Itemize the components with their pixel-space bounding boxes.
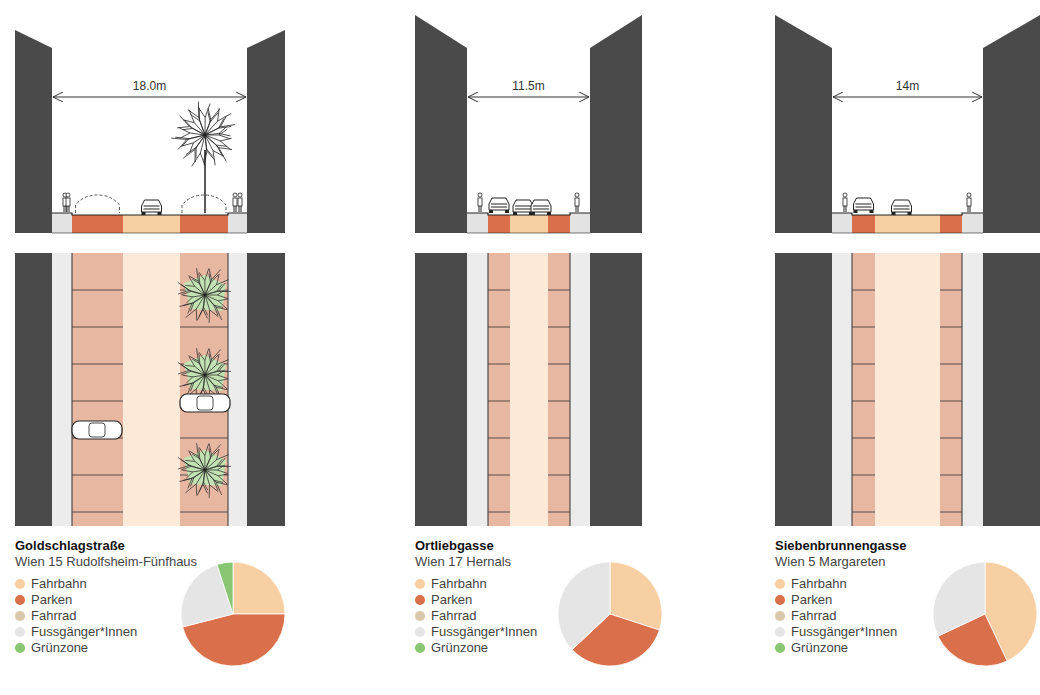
dimension-line [833,97,982,98]
building [15,30,52,233]
legend-swatch [775,643,785,653]
legend-label: Fahrrad [31,608,77,623]
legend-swatch [415,579,425,589]
dimension-label: 18.0m [131,79,168,93]
legend-swatch [15,611,25,621]
legend-label: Fahrbahn [31,576,87,591]
legend-swatch [415,595,425,605]
legend-entry: Fahrbahn [415,576,487,591]
legend-entry: Fahrbahn [775,576,847,591]
legend-label: Grünzone [31,640,88,655]
legend-entry: Grünzone [775,640,848,655]
legend-label: Fussgänger*Innen [431,624,537,639]
legend-entry: Grünzone [415,640,488,655]
district-label: Wien 5 Margareten [775,554,886,569]
district-label: Wien 17 Hernals [415,554,511,569]
street-name: Goldschlagstraße [15,538,125,553]
pie-chart [558,562,662,666]
pie-chart [933,562,1037,666]
street-name: Siebenbrunnengasse [775,538,906,553]
legend-entry: Fahrbahn [15,576,87,591]
legend-entry: Parken [415,592,472,607]
legend-swatch [775,611,785,621]
building [247,30,285,233]
legend-label: Parken [31,592,72,607]
legend-entry: Grünzone [15,640,88,655]
legend-swatch [415,627,425,637]
legend-swatch [415,643,425,653]
legend-label: Fahrrad [431,608,477,623]
dimension-line [468,97,589,98]
dimension-label: 14m [894,79,921,93]
legend-entry: Fussgänger*Innen [15,624,137,639]
legend-swatch [15,627,25,637]
district-label: Wien 15 Rudolfsheim-Fünfhaus [15,554,197,569]
dimension-line [53,97,246,98]
legend-label: Grünzone [431,640,488,655]
street-panel [15,30,285,666]
building [983,15,1040,233]
street-panel [415,15,662,666]
legend-entry: Fussgänger*Innen [775,624,897,639]
street-panel [775,15,1040,666]
legend-swatch [775,627,785,637]
building [775,15,832,233]
legend-swatch [775,595,785,605]
pie-chart [181,562,285,666]
street-name: Ortliebgasse [415,538,494,553]
legend-label: Fussgänger*Innen [791,624,897,639]
legend-label: Parken [791,592,832,607]
legend-swatch [775,579,785,589]
legend-label: Fahrbahn [431,576,487,591]
legend-entry: Fahrrad [415,608,477,623]
legend-entry: Fussgänger*Innen [415,624,537,639]
legend-swatch [15,595,25,605]
legend-label: Grünzone [791,640,848,655]
building [590,15,642,233]
legend-label: Parken [431,592,472,607]
legend-label: Fussgänger*Innen [31,624,137,639]
building [415,15,467,233]
legend-entry: Parken [15,592,72,607]
legend-entry: Fahrrad [15,608,77,623]
legend-entry: Fahrrad [775,608,837,623]
legend-entry: Parken [775,592,832,607]
legend-swatch [415,611,425,621]
legend-swatch [15,579,25,589]
legend-label: Fahrrad [791,608,837,623]
legend-label: Fahrbahn [791,576,847,591]
dimension-label: 11.5m [510,79,546,93]
legend-swatch [15,643,25,653]
